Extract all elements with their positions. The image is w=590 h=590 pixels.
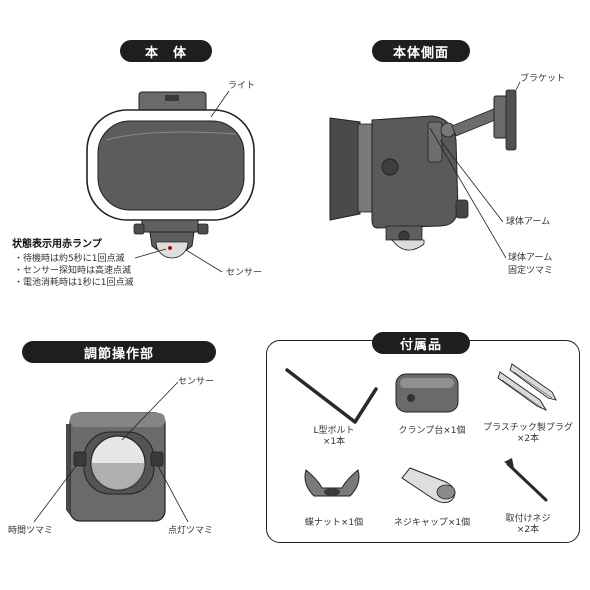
accessory-name: クランプ台×1個: [398, 426, 466, 436]
accessory-name: プラスチック製プラグ: [483, 423, 573, 433]
status-lamp-line: ・電池消耗時は1秒に1回点滅: [14, 278, 134, 288]
status-lamp-line: ・センサー探知時は高速点滅: [14, 266, 132, 276]
screw-icon: [504, 458, 548, 502]
ball-arm-label: 球体アーム: [506, 217, 551, 227]
light-knob-label: 点灯ツマミ: [168, 526, 214, 536]
l-bolt-icon: [285, 368, 378, 424]
accessory-name: 取付けネジ: [505, 514, 551, 524]
main-body-figure: [86, 90, 255, 273]
status-lamp-title: 状態表示用赤ランプ: [12, 239, 102, 250]
sensor-label: センサー: [226, 268, 263, 278]
ball-arm-knob-label: 固定ツマミ: [508, 266, 554, 276]
bracket-label: ブラケット: [520, 74, 566, 84]
accessory-name: ネジキャップ×1個: [393, 518, 471, 528]
side-view-header: 本体側面: [372, 40, 470, 62]
controls-sensor-label: センサー: [178, 377, 215, 387]
accessory-qty: ×1本: [322, 437, 346, 447]
accessory-name: 蝶ナット×1個: [304, 518, 364, 528]
clamp-base-icon: [395, 373, 459, 413]
controls-header: 調節操作部: [22, 341, 216, 363]
plastic-plug-icon: [497, 363, 557, 411]
controls-figure: [33, 381, 189, 523]
accessory-qty: ×2本: [516, 434, 540, 444]
wing-nut-icon: [304, 469, 360, 497]
main-body-header: 本 体: [120, 40, 212, 62]
time-knob-label: 時間ツマミ: [8, 526, 54, 536]
screw-cap-icon: [401, 467, 456, 504]
accessories-header: 付属品: [372, 332, 470, 354]
ball-arm-knob-label: 球体アーム: [508, 253, 553, 263]
accessory-name: L型ボルト: [313, 426, 355, 436]
accessory-qty: ×2本: [516, 525, 540, 535]
accessories-box: [266, 340, 580, 543]
status-lamp-line: ・待機時は約5秒に1回点滅: [14, 254, 125, 264]
side-view-figure: [329, 81, 521, 259]
light-label: ライト: [228, 81, 256, 91]
